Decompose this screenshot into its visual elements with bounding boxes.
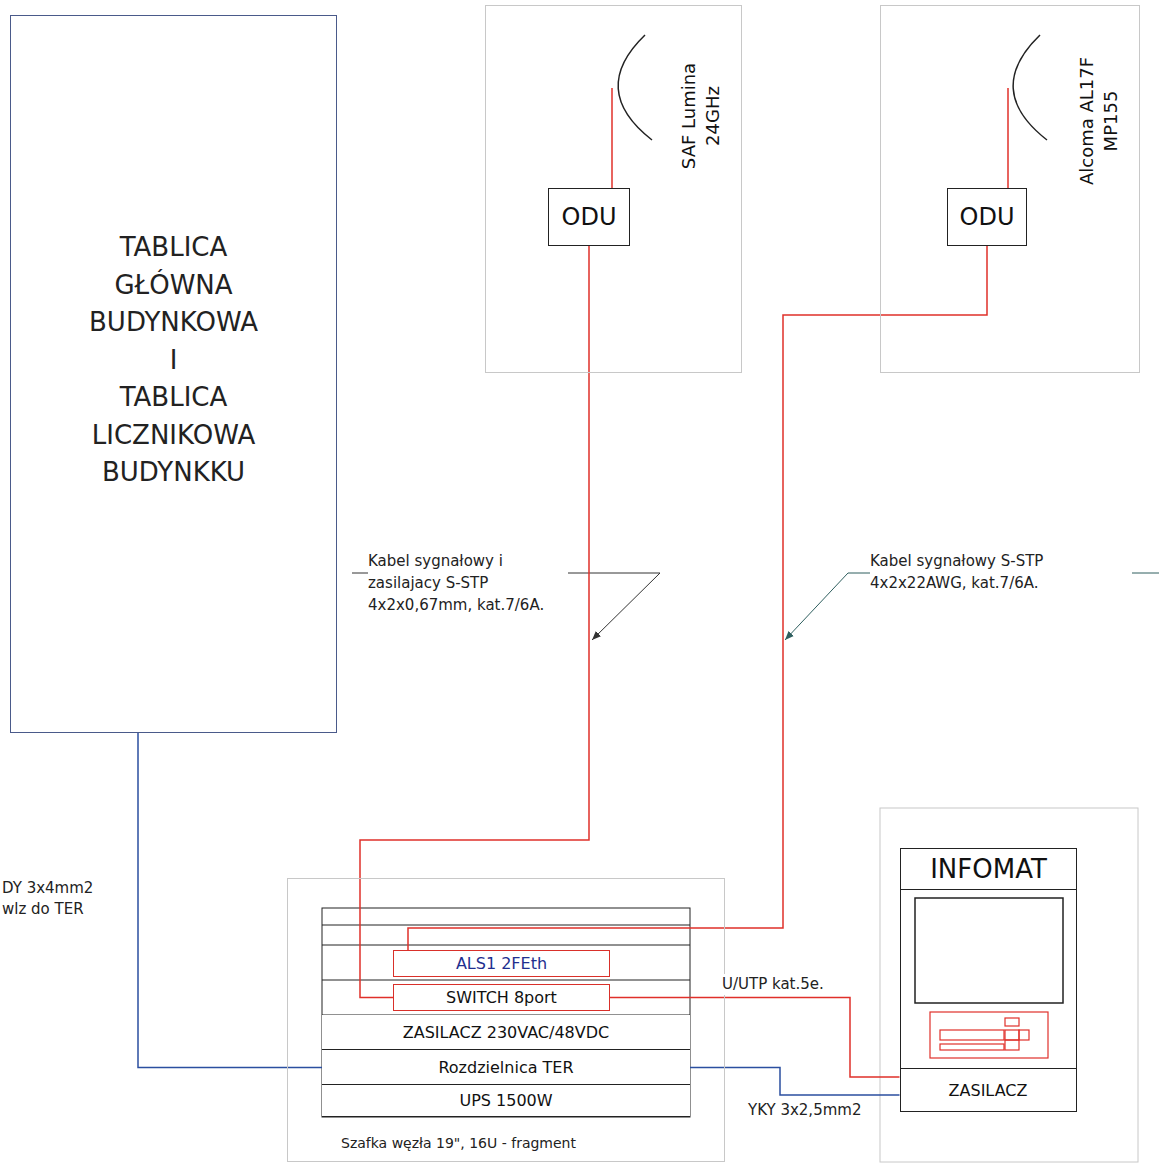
kiosk-box: INFOMAT ZASILACZ — [900, 848, 1077, 1112]
device-label: SWITCH 8port — [446, 988, 557, 1007]
antenna-dish — [618, 35, 652, 140]
cabinet-area: Szafka węzła 19", 16U - fragmentALS1 2FE… — [287, 878, 725, 1162]
cable-label-box: YKY 3x2,5mm2 — [748, 1100, 878, 1121]
keyboard-outline — [930, 1012, 1048, 1058]
switchboard-box: TABLICA GŁÓWNA BUDYNKOWA I TABLICA LICZN… — [10, 15, 337, 733]
cable-label: DY 3x4mm2 wlz do TER — [2, 878, 102, 920]
infomat-area — [880, 808, 1138, 1162]
kiosk-title: INFOMAT — [901, 849, 1076, 890]
keyboard-key — [940, 1044, 1004, 1050]
keyboard-key — [1005, 1030, 1019, 1040]
keyboard-key — [1019, 1030, 1029, 1040]
antenna-dish — [1013, 35, 1047, 140]
device-label: ALS1 2FEth — [456, 954, 547, 973]
cable-label-box: DY 3x4mm2 wlz do TER — [2, 878, 102, 920]
band-label: ZASILACZ 230VAC/48VDC — [403, 1023, 609, 1042]
cabinet-caption: Szafka węzła 19", 16U - fragment — [341, 1135, 777, 1151]
cable-label: U/UTP kat.5e. — [722, 974, 842, 995]
band-label: Rozdzielnica TER — [438, 1058, 573, 1077]
cable-label: YKY 3x2,5mm2 — [748, 1100, 878, 1121]
cable-line — [360, 246, 589, 998]
cable-note-box: Kabel sygnałowy i zasilajacy S-STP 4x2x0… — [368, 550, 568, 616]
antenna-feed — [611, 88, 613, 188]
rack-row-line — [322, 980, 690, 981]
band-label: UPS 1500W — [459, 1091, 552, 1110]
power-panel: ZASILACZ — [900, 1068, 1077, 1112]
cable-line — [690, 1068, 900, 1096]
rack-band: UPS 1500W — [322, 1085, 690, 1117]
cable-note-box: Kabel sygnałowy S-STP 4x2x22AWG, kat.7/6… — [870, 550, 1132, 594]
board-title: TABLICA GŁÓWNA BUDYNKOWA I TABLICA LICZN… — [11, 229, 336, 492]
outdoor-unit-box: ODU — [548, 188, 630, 246]
antenna-model: SAF Lumina 24GHz — [677, 46, 725, 186]
keyboard-key — [940, 1030, 1004, 1040]
device-box: SWITCH 8port — [393, 984, 610, 1011]
rack-frame — [322, 908, 690, 1117]
rack-row-line — [322, 945, 690, 946]
keyboard-symbol — [930, 1012, 1048, 1058]
infomat-screen — [915, 898, 1063, 1003]
panel-label: ZASILACZ — [949, 1081, 1028, 1100]
antenna-feed — [1007, 88, 1009, 188]
outdoor-unit-box: ODU — [947, 188, 1027, 246]
keyboard-key — [1005, 1040, 1019, 1050]
rack-row-line — [322, 925, 690, 926]
cable-line — [138, 733, 322, 1068]
unit-label: ODU — [960, 203, 1015, 231]
cable-note: Kabel sygnałowy S-STP 4x2x22AWG, kat.7/6… — [870, 550, 1132, 594]
unit-label: ODU — [562, 203, 617, 231]
antenna-area: Alcoma AL17F MP155ODU — [880, 5, 1140, 373]
cable-note: Kabel sygnałowy i zasilajacy S-STP 4x2x0… — [368, 550, 568, 616]
keyboard-key — [1005, 1018, 1019, 1026]
antenna-area: SAF Lumina 24GHzODU — [485, 5, 742, 373]
antenna-model: Alcoma AL17F MP155 — [1075, 36, 1123, 206]
rack-band: ZASILACZ 230VAC/48VDC — [322, 1015, 690, 1050]
cable-label-box: U/UTP kat.5e. — [722, 974, 842, 995]
device-box: ALS1 2FEth — [393, 950, 610, 977]
rack-band: Rozdzielnica TER — [322, 1050, 690, 1085]
